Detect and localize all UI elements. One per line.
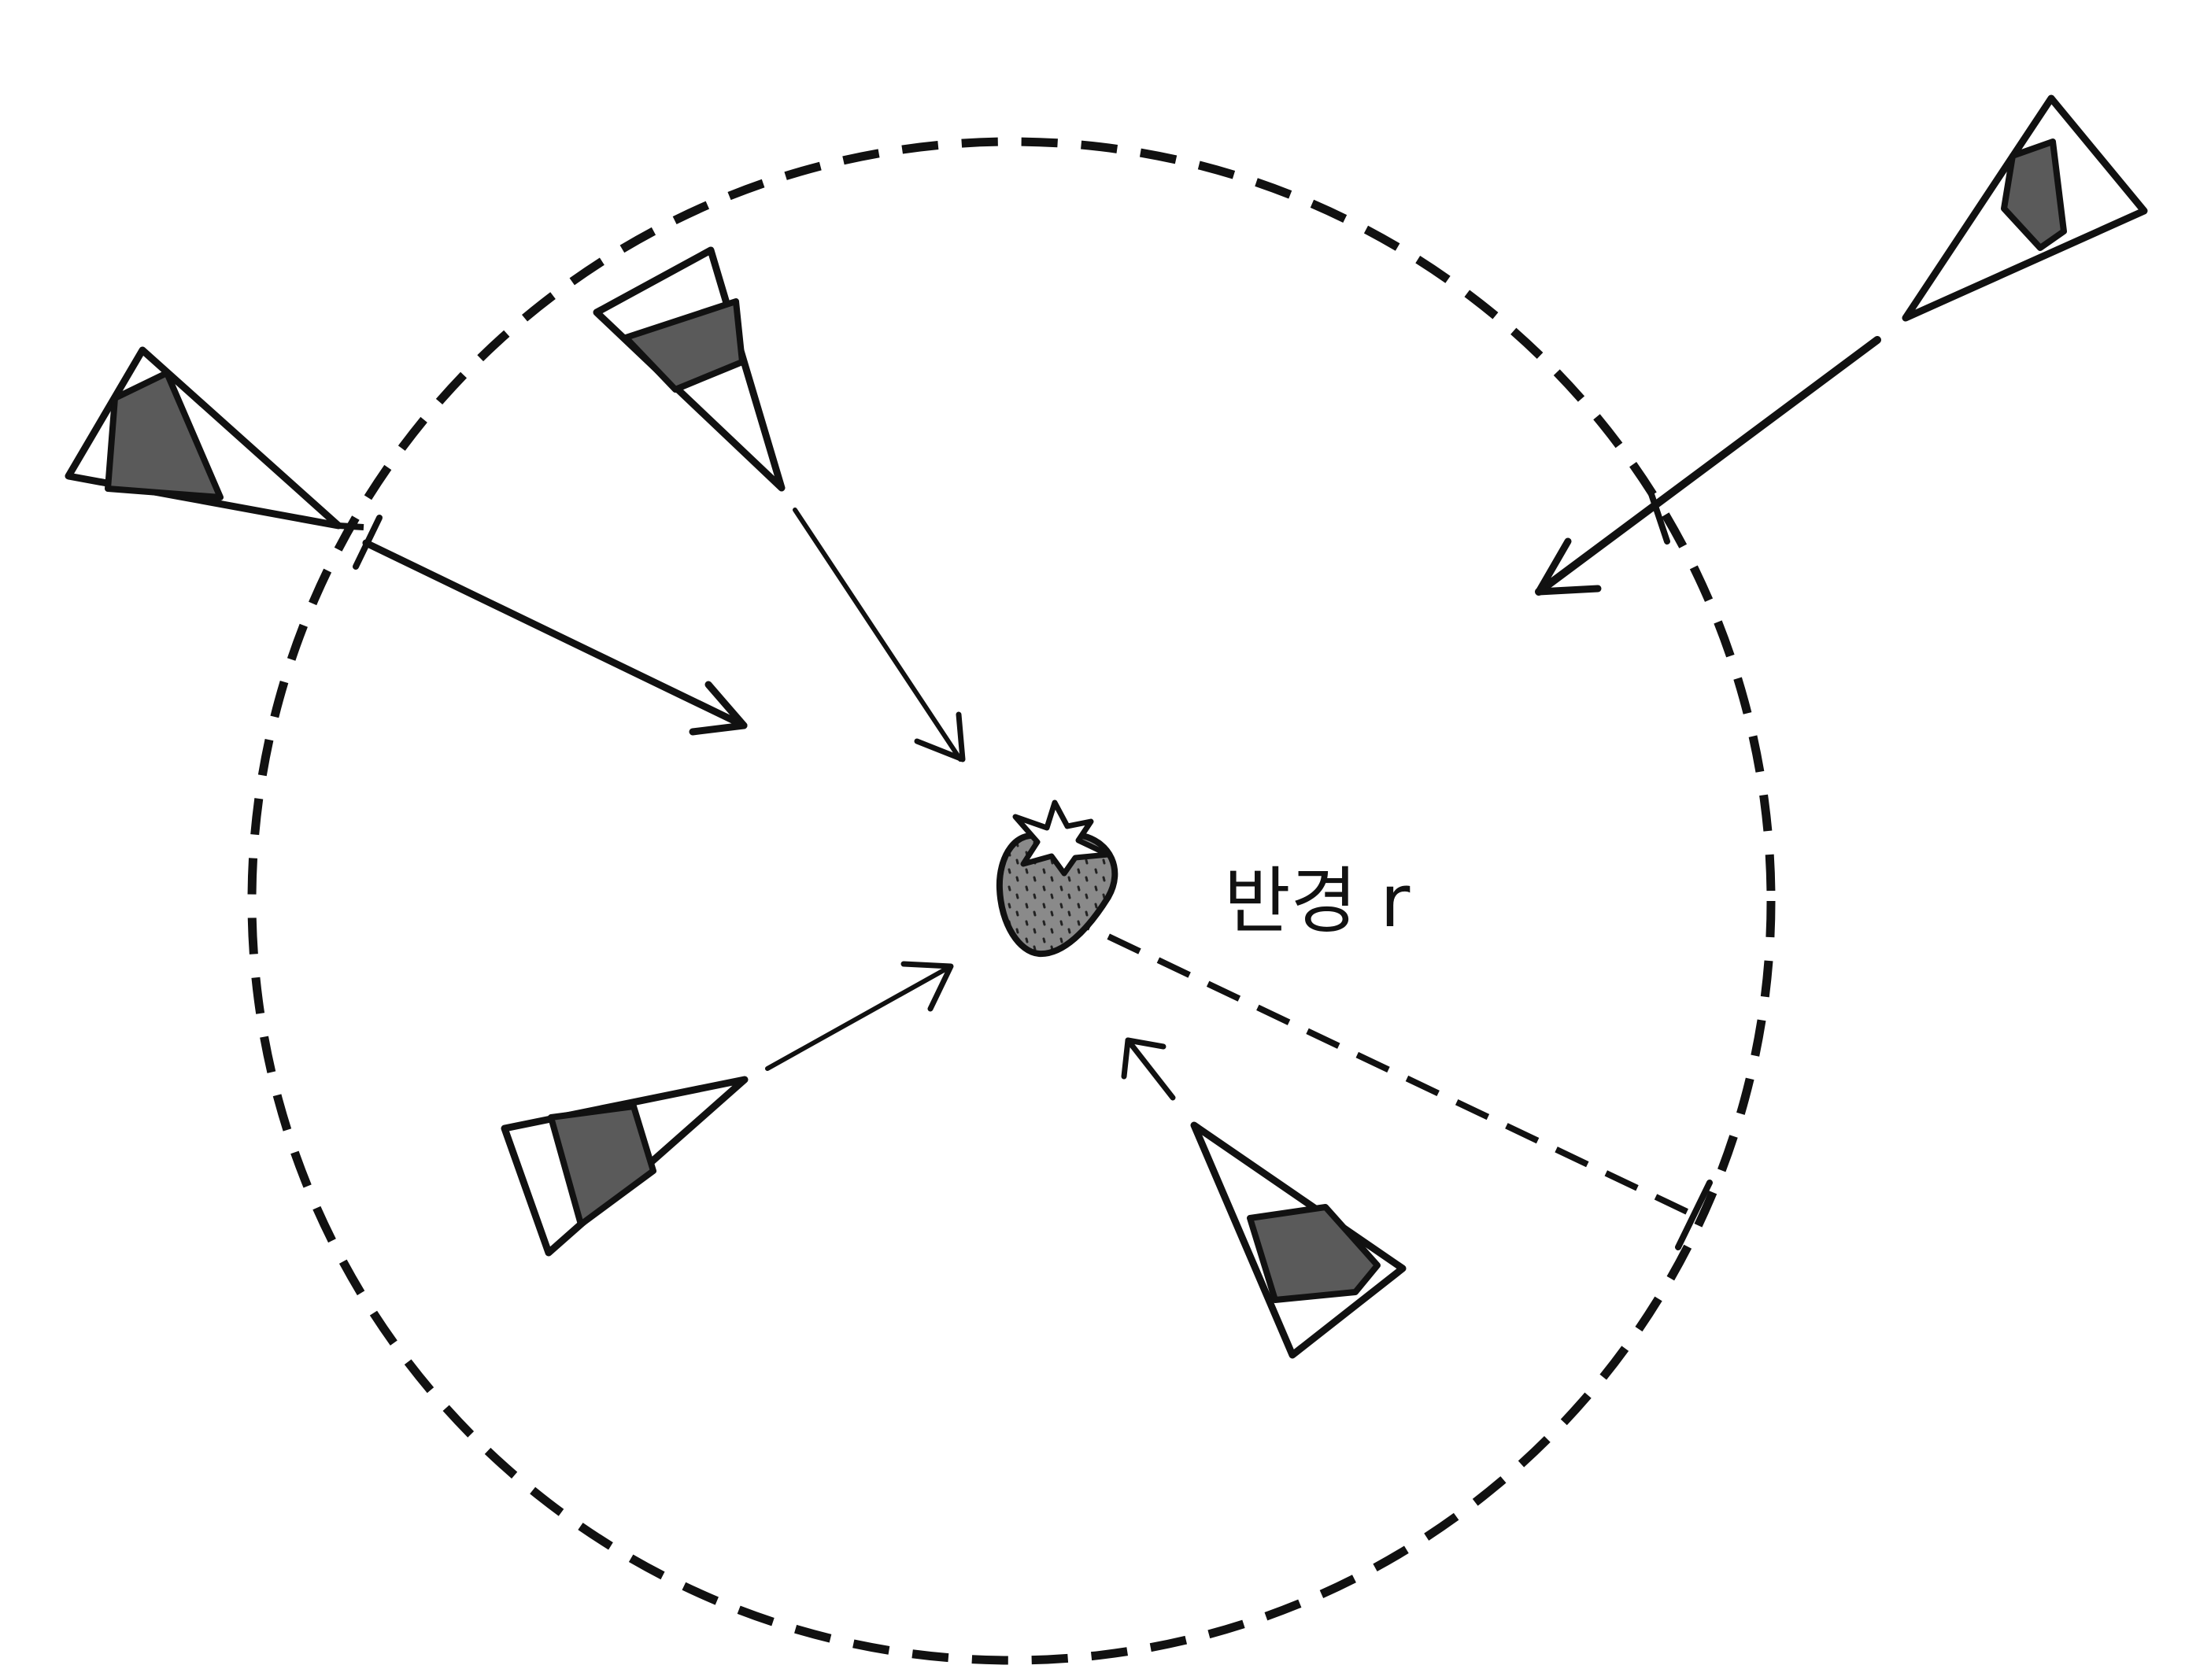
- agent-cone-4: [501, 1076, 749, 1257]
- radius-line: [1057, 910, 1713, 1250]
- agent-cone-1: [65, 346, 364, 530]
- arrow-2: [793, 508, 966, 762]
- arrow-3: [1535, 336, 1881, 596]
- agent-cone-3: [1902, 94, 2148, 322]
- arrow-5: [1121, 1037, 1176, 1101]
- agent-cone-5: [1190, 1121, 1407, 1359]
- agent-cone-2: [593, 246, 786, 492]
- arrow-4: [765, 961, 954, 1071]
- search-radius-circle: [247, 137, 1776, 1665]
- strawberry-icon: [996, 799, 1118, 958]
- radius-label: 반경 r: [1224, 859, 1411, 943]
- arrow-1: [353, 515, 748, 736]
